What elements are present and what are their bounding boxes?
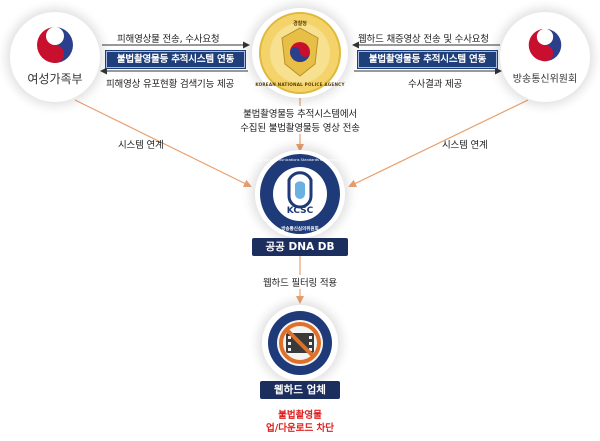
block-text-line2: 업/다운로드 차단 [266, 423, 334, 434]
blocked-film-icon [268, 311, 332, 375]
top-left-above-text: 피해영상물 전송, 수사요청 [117, 34, 220, 45]
police-emblem-text: KOREAN NATIONAL POLICE AGENCY [255, 82, 345, 87]
mogef-label: 여성가족부 [27, 72, 83, 86]
block-text-line1: 불법촬영물 [278, 410, 322, 421]
police-badge-icon [259, 12, 341, 94]
kcsc-logo-icon [260, 154, 340, 234]
center-text-line1: 불법촬영물등 추적시스템에서 [241, 106, 359, 120]
system-link-left: 시스템 연계 [118, 140, 164, 151]
kcc-label: 방송통신위원회 [512, 74, 578, 85]
kcsc-ring-top: Korea Communications Standards Commissio… [258, 158, 342, 162]
kcc-circle: 방송통신위원회 [500, 12, 590, 102]
filter-text: 웹하드 필터링 적용 [260, 275, 340, 289]
top-left-below-text: 피해영상 유포현황 검색기능 제공 [106, 79, 235, 90]
taegeuk-icon [528, 28, 562, 62]
arrow-left-to-kcsc [74, 99, 252, 187]
police-emblem-circle: 경찰청 KOREAN NATIONAL POLICE AGENCY [252, 8, 348, 98]
top-right-link-box: 불법촬영물등 추적시스템 연동 [358, 51, 497, 68]
kcsc-logo-text: KCSC [286, 206, 314, 216]
kcsc-circle: KCSC Korea Communications Standards Comm… [255, 150, 345, 238]
webhard-circle [262, 305, 338, 381]
dna-db-box: 공공 DNA DB [252, 238, 348, 256]
arrow-right-to-kcsc [348, 99, 529, 187]
system-link-right: 시스템 연계 [442, 140, 488, 151]
top-right-above-text: 웹하드 채증영상 전송 및 수사요청 [358, 34, 489, 45]
top-right-below-text: 수사결과 제공 [408, 79, 463, 90]
police-emblem-top: 경찰청 [293, 21, 307, 27]
kcsc-ring-bottom: 방송통신심의위원회 [281, 227, 319, 232]
webhard-box: 웹하드 업체 [260, 381, 340, 399]
top-left-link-box: 불법촬영물등 추적시스템 연동 [106, 51, 245, 68]
taegeuk-icon [37, 27, 73, 63]
center-text-line2: 수집된 불법촬영물등 영상 전송 [238, 120, 362, 134]
mogef-circle: 여성가족부 [10, 12, 100, 102]
